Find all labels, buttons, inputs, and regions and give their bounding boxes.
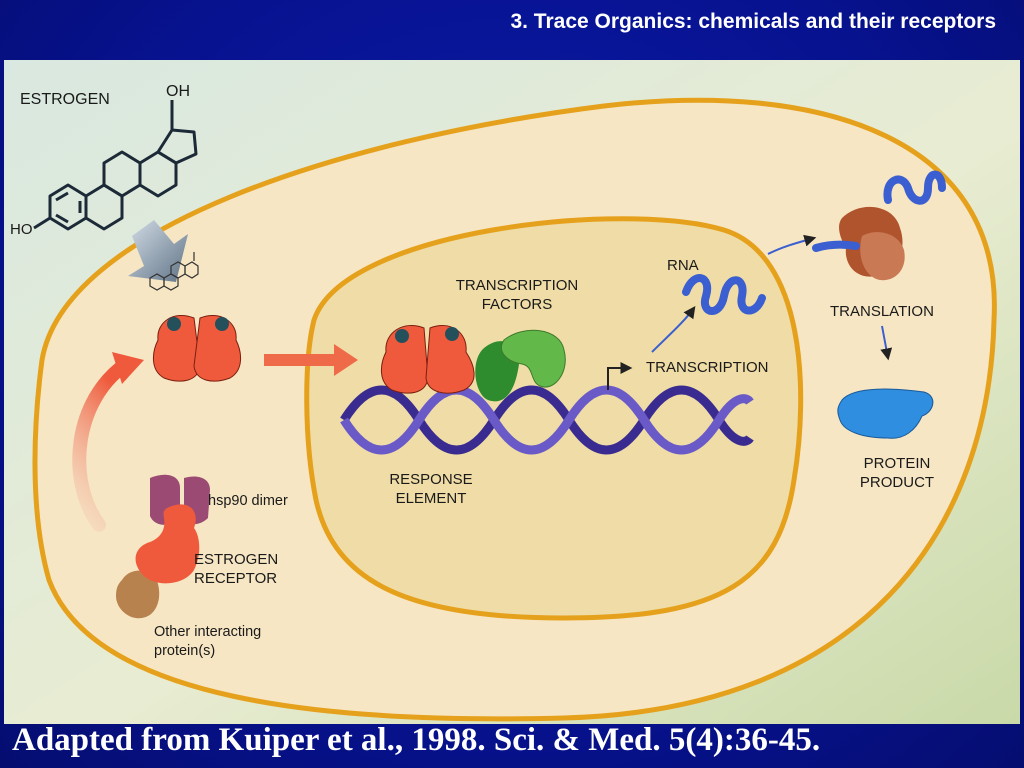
hsp90-label: hsp90 dimer [208,493,288,509]
receptor-dimer [153,315,241,382]
slide-caption: Adapted from Kuiper et al., 1998. Sci. &… [12,722,821,758]
block-arrow-down-icon [128,220,188,282]
estrogen-label: ESTROGEN [20,91,110,108]
transcription-label: TRANSCRIPTION [646,359,769,376]
transcription-factor-light [500,329,566,388]
translation-label: TRANSLATION [830,303,934,320]
transcription-to-rna-arrow [651,306,696,353]
curved-activation-arrow [72,357,133,532]
estrogen-receptor-inactive [135,504,200,584]
rna-to-ribosome-arrow [767,234,817,255]
estrogen-receptor-label: ESTROGEN RECEPTOR [194,551,279,587]
small-estrogen-molecule-icon [149,252,199,291]
slide-title: 3. Trace Organics: chemicals and their r… [510,10,996,33]
rna-strand [682,274,766,315]
response-element-label: RESPONSE ELEMENT [389,471,473,507]
interacting-protein [116,570,160,619]
nuclear-entry-arrow-head [334,344,358,376]
translation-to-protein-arrow [880,325,893,361]
hydroxyl-top-label: OH [166,83,190,100]
rna-label: RNA [667,257,699,274]
hydroxyl-left-label: HO [10,221,33,238]
ribosome [839,206,905,281]
other-interacting-proteins-label: Other interacting protein(s) [154,624,262,659]
nucleus [304,216,804,621]
dna-bound-receptor-dimer [381,324,475,394]
curved-arrow-head [112,352,144,384]
mrna-strand-ribosome [812,170,946,252]
estrogen-molecule-icon [33,100,198,231]
transcription-factors-label: TRANSCRIPTION FACTORS [455,277,579,313]
protein-product-shape [837,388,934,439]
dna-helix [340,385,754,455]
transcription-start-arrow [607,362,633,390]
diagram-svg [4,60,1020,724]
figure-panel: ESTROGEN OH HO TRANSCRIPTION FACTORS RNA… [4,60,1020,724]
protein-product-label: PROTEIN PRODUCT [859,455,935,491]
nuclear-entry-arrow-shaft [264,354,336,366]
